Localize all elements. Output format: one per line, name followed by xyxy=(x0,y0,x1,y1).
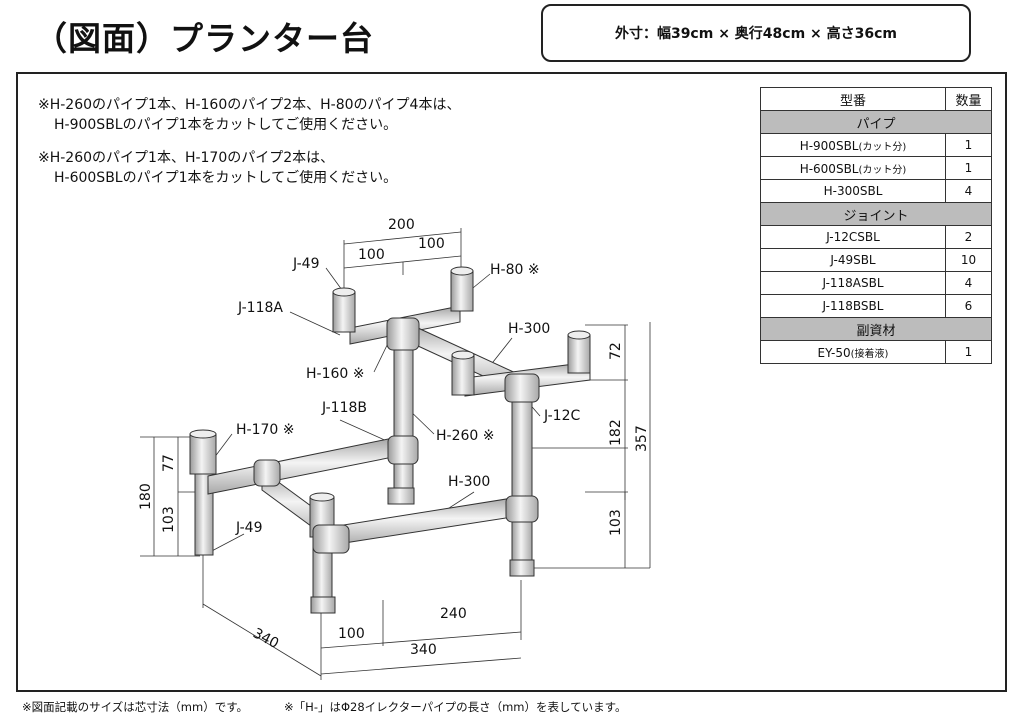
qty-cell: 1 xyxy=(945,156,992,180)
note-line: H-900SBLのパイプ1本をカットしてご使用ください。 xyxy=(54,117,398,133)
mid-cap xyxy=(451,354,475,396)
dim-77: 77 xyxy=(161,454,177,472)
dim-72: 72 xyxy=(608,342,624,360)
label-j118b: J-118B xyxy=(321,400,367,416)
front-post-foot xyxy=(310,596,336,614)
label-j49-top: J-49 xyxy=(292,256,320,272)
label-j118a: J-118A xyxy=(237,300,283,316)
center-post-foot xyxy=(387,487,415,505)
dim-100-right: 100 xyxy=(418,236,445,252)
dim-340-bottom: 340 xyxy=(410,642,437,658)
outer-dimensions-box: 外寸：幅39cm × 奥行48cm × 高さ36cm xyxy=(541,4,971,62)
table-row: EY-50(接着液) 1 xyxy=(760,340,992,364)
dim-180: 180 xyxy=(138,483,154,510)
model-note: (接着液) xyxy=(850,348,889,360)
front-joint xyxy=(312,524,350,554)
cutting-notes: ※H-260のパイプ1本、H-160のパイプ2本、H-80のパイプ4本は、 H-… xyxy=(38,95,460,201)
parts-table: 型番 数量 パイプ H-900SBL(カット分) 1 H-600SBL(カット分… xyxy=(760,87,992,364)
cutting-note: ※H-260のパイプ1本、H-170のパイプ2本は、 H-600SBLのパイプ1… xyxy=(38,148,460,188)
cutting-note: ※H-260のパイプ1本、H-160のパイプ2本、H-80のパイプ4本は、 H-… xyxy=(38,95,460,135)
qty-cell: 2 xyxy=(945,225,992,249)
dim-357: 357 xyxy=(634,425,650,452)
category-label: 副資材 xyxy=(760,317,992,341)
qty-cell: 10 xyxy=(945,248,992,272)
table-row: J-49SBL 10 xyxy=(760,248,992,272)
dim-100-bottom: 100 xyxy=(338,626,365,642)
category-row-sub-materials: 副資材 xyxy=(760,317,992,341)
table-row: H-600SBL(カット分) 1 xyxy=(760,156,992,180)
table-row: H-300SBL 4 xyxy=(760,179,992,203)
model-cell: H-900SBL(カット分) xyxy=(760,133,946,157)
model-cell: H-300SBL xyxy=(760,179,946,203)
model-cell: J-49SBL xyxy=(760,248,946,272)
label-h160: H-160 ※ xyxy=(306,366,364,382)
right-back-post xyxy=(511,387,533,499)
top-left-cap xyxy=(332,291,356,333)
footer-notes: ※図面記載のサイズは芯寸法（mm）です。 ※「H-」はΦ28イレクターパイプの長さ… xyxy=(22,699,627,715)
pipe-frame xyxy=(189,266,591,614)
mid-joint xyxy=(387,435,419,465)
model-cell: H-600SBL(カット分) xyxy=(760,156,946,180)
outer-dimensions-text: 外寸：幅39cm × 奥行48cm × 高さ36cm xyxy=(614,26,898,42)
label-j49-bottom: J-49 xyxy=(235,520,263,536)
footer-note-dimensions: ※図面記載のサイズは芯寸法（mm）です。 xyxy=(22,700,249,714)
label-h300-top: H-300 xyxy=(508,321,550,337)
qty-cell: 6 xyxy=(945,294,992,318)
dim-240: 240 xyxy=(440,606,467,622)
footer-note-pipe-length: ※「H-」はΦ28イレクターパイプの長さ（mm）を表しています。 xyxy=(284,700,627,714)
far-right-cap xyxy=(567,334,591,374)
front-crossbar xyxy=(324,495,526,547)
model-cell: EY-50(接着液) xyxy=(760,340,946,364)
label-j12c: J-12C xyxy=(543,408,580,424)
label-h170: H-170 ※ xyxy=(236,422,294,438)
dim-200: 200 xyxy=(388,217,415,233)
top-right-cap xyxy=(450,270,474,312)
model-name: H-600SBL xyxy=(799,161,859,176)
column-header-qty: 数量 xyxy=(945,87,992,111)
dim-103-left: 103 xyxy=(161,506,177,533)
note-line: ※H-260のパイプ1本、H-170のパイプ2本は、 xyxy=(38,150,335,166)
category-label: ジョイント xyxy=(760,202,992,226)
right-joint xyxy=(504,373,540,403)
right-post-foot xyxy=(509,559,535,577)
left-joint xyxy=(253,459,281,487)
category-label: パイプ xyxy=(760,110,992,134)
center-post xyxy=(393,334,414,501)
table-header-row: 型番 数量 xyxy=(760,87,992,111)
category-row-joint: ジョイント xyxy=(760,202,992,226)
dim-182: 182 xyxy=(608,419,624,446)
label-h260: H-260 ※ xyxy=(436,428,494,444)
qty-cell: 4 xyxy=(945,179,992,203)
dim-103-right: 103 xyxy=(608,509,624,536)
left-crossbar xyxy=(207,436,399,495)
note-line: ※H-260のパイプ1本、H-160のパイプ2本、H-80のパイプ4本は、 xyxy=(38,97,461,113)
label-h300-mid: H-300 xyxy=(448,474,490,490)
model-note: (カット分) xyxy=(858,164,907,176)
table-row: J-12CSBL 2 xyxy=(760,225,992,249)
part-labels: J-49 J-118A H-160 ※ J-118B H-170 ※ J-49 … xyxy=(235,256,580,536)
right-lower-joint xyxy=(505,495,539,523)
category-row-pipe: パイプ xyxy=(760,110,992,134)
model-name: H-900SBL xyxy=(799,138,859,153)
model-name: EY-50 xyxy=(817,345,851,360)
qty-cell: 1 xyxy=(945,340,992,364)
qty-cell: 4 xyxy=(945,271,992,295)
label-h80: H-80 ※ xyxy=(490,262,540,278)
top-joint xyxy=(386,317,420,351)
note-line: H-600SBLのパイプ1本をカットしてご使用ください。 xyxy=(54,170,398,186)
drawing-frame xyxy=(16,72,1007,692)
page-title: （図面）プランター台 xyxy=(34,19,374,58)
dimension-values: 200 100 100 72 182 357 103 77 103 180 34… xyxy=(138,217,650,658)
dim-340-left: 340 xyxy=(250,625,281,652)
model-note: (カット分) xyxy=(858,141,907,153)
dim-100-left: 100 xyxy=(358,247,385,263)
left-top-cap xyxy=(189,433,217,475)
